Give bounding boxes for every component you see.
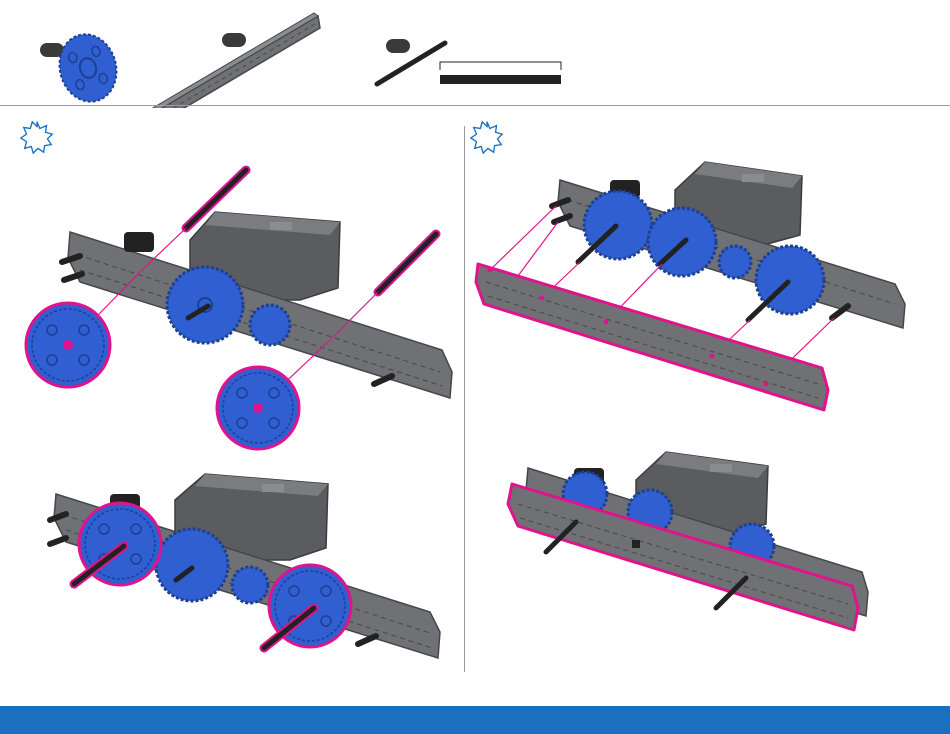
part-gear [40, 28, 124, 108]
standoff [124, 232, 154, 252]
right-bottom-assembly [508, 452, 868, 630]
highlighted-gear [26, 303, 110, 387]
gear-icon [52, 28, 124, 108]
parts-list [0, 0, 950, 108]
gear-large [156, 529, 228, 601]
part-beam-qty-badge [222, 33, 246, 47]
part-shaft [377, 39, 561, 84]
pin [50, 538, 66, 544]
left-top-assembly [26, 170, 452, 449]
assembly-stage [0, 106, 950, 706]
left-bottom-assembly [50, 474, 440, 658]
shaft-length-scale [440, 62, 561, 84]
right-top-assembly [476, 162, 905, 410]
part-beam [151, 13, 320, 108]
step-left-starburst-icon [21, 122, 52, 153]
gear-small [250, 305, 290, 345]
highlighted-gear [217, 367, 299, 449]
highlighted-shaft [378, 234, 436, 292]
gear-small [232, 567, 268, 603]
guide-line [512, 222, 558, 284]
footer-band [0, 706, 950, 734]
part-shaft-qty-badge [386, 39, 410, 53]
step-right-starburst-icon [471, 122, 502, 153]
beam-icon [151, 13, 320, 108]
pin-hole [632, 540, 640, 548]
gear-small [719, 246, 751, 278]
pin [374, 376, 392, 384]
pin [358, 636, 376, 644]
footer-bar [0, 706, 950, 734]
